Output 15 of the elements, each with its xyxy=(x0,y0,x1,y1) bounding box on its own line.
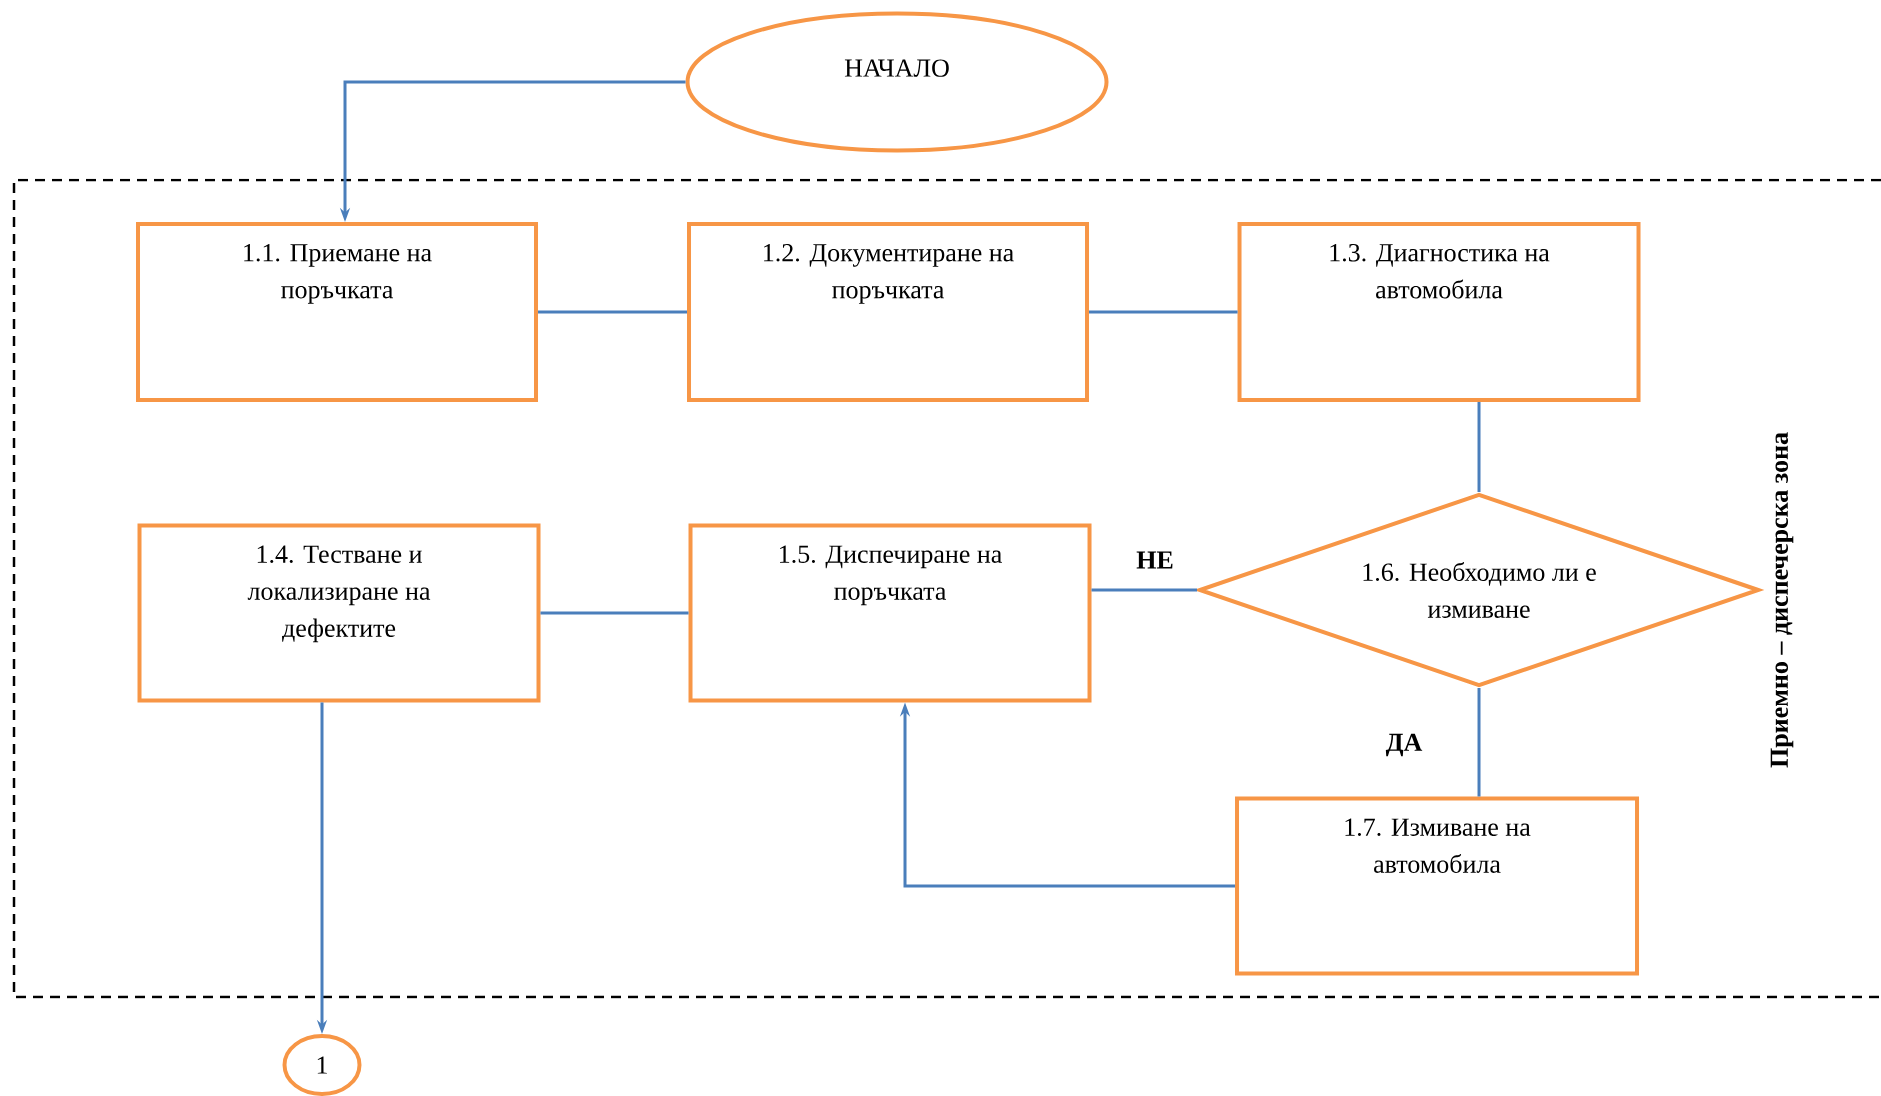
process-box: 1.7. Измиване на автомобила xyxy=(1235,796,1639,976)
connector xyxy=(1477,402,1481,492)
connector xyxy=(540,611,689,615)
connector xyxy=(1477,688,1481,797)
process-box: 1.4. Тестване и локализиране на дефектите xyxy=(137,523,541,703)
zone-label: Приемно – диспечерска зона xyxy=(1770,432,1794,768)
process-box: 1.3. Диагностика на автомобила xyxy=(1237,222,1641,402)
connector xyxy=(538,310,687,314)
process-box: 1.5. Диспечиране на поръчката xyxy=(688,523,1092,703)
process-box: 1.1. Приемане на поръчката xyxy=(136,222,538,402)
process-box: 1.2. Документиране на поръчката xyxy=(687,222,1089,402)
connector xyxy=(1091,588,1197,592)
connector xyxy=(1089,310,1238,314)
edge-label: ДА xyxy=(1383,731,1425,759)
edge-label: НЕ xyxy=(1134,549,1176,571)
